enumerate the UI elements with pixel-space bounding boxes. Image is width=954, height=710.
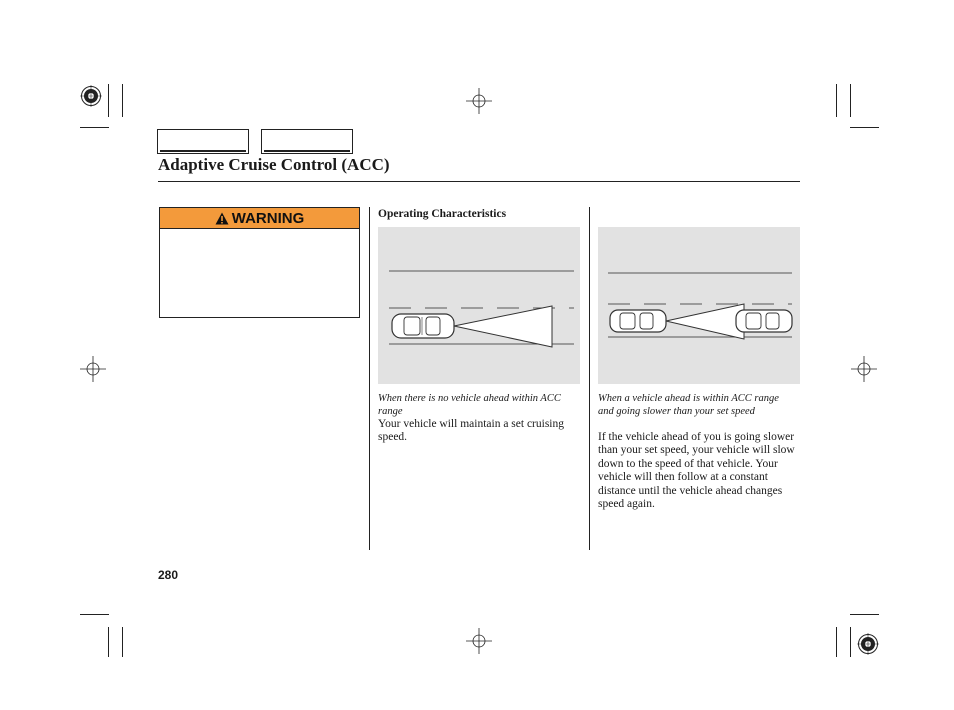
figure-no-vehicle-ahead (378, 227, 580, 384)
section-title: Adaptive Cruise Control (ACC) (158, 155, 390, 174)
warning-label: WARNING (231, 209, 305, 227)
car-icon (391, 313, 455, 339)
car-icon (735, 309, 793, 333)
figure-2-caption: When a vehicle ahead is within ACC range… (598, 393, 779, 417)
figure-2-text: If the vehicle ahead of you is going slo… (598, 431, 795, 511)
column-divider-1 (369, 207, 370, 550)
crosshair-top-center (466, 88, 492, 114)
header-rule (158, 181, 800, 182)
header-tab-1[interactable] (157, 129, 249, 154)
crosshair-bottom-center (466, 628, 492, 654)
car-icon (609, 309, 667, 333)
registration-mark-top-left (80, 85, 102, 107)
column-divider-2 (589, 207, 590, 550)
figure-1-text: Your vehicle will maintain a set cruisin… (378, 418, 564, 444)
header-tab-2[interactable] (261, 129, 353, 154)
warning-header: WARNING (160, 208, 359, 229)
figure-vehicle-ahead (598, 227, 800, 384)
road-diagram-no-vehicle (389, 270, 574, 348)
figure-1-caption: When there is no vehicle ahead within AC… (378, 393, 561, 417)
road-diagram-vehicle-ahead (608, 272, 793, 340)
page-number: 280 (158, 568, 179, 582)
crosshair-left (80, 356, 106, 382)
warning-box: WARNING (159, 207, 360, 318)
crosshair-right (851, 356, 877, 382)
subhead-operating-characteristics: Operating Characteristics (378, 208, 507, 220)
registration-mark-bottom-right (857, 633, 879, 655)
warning-triangle-icon (215, 212, 229, 224)
